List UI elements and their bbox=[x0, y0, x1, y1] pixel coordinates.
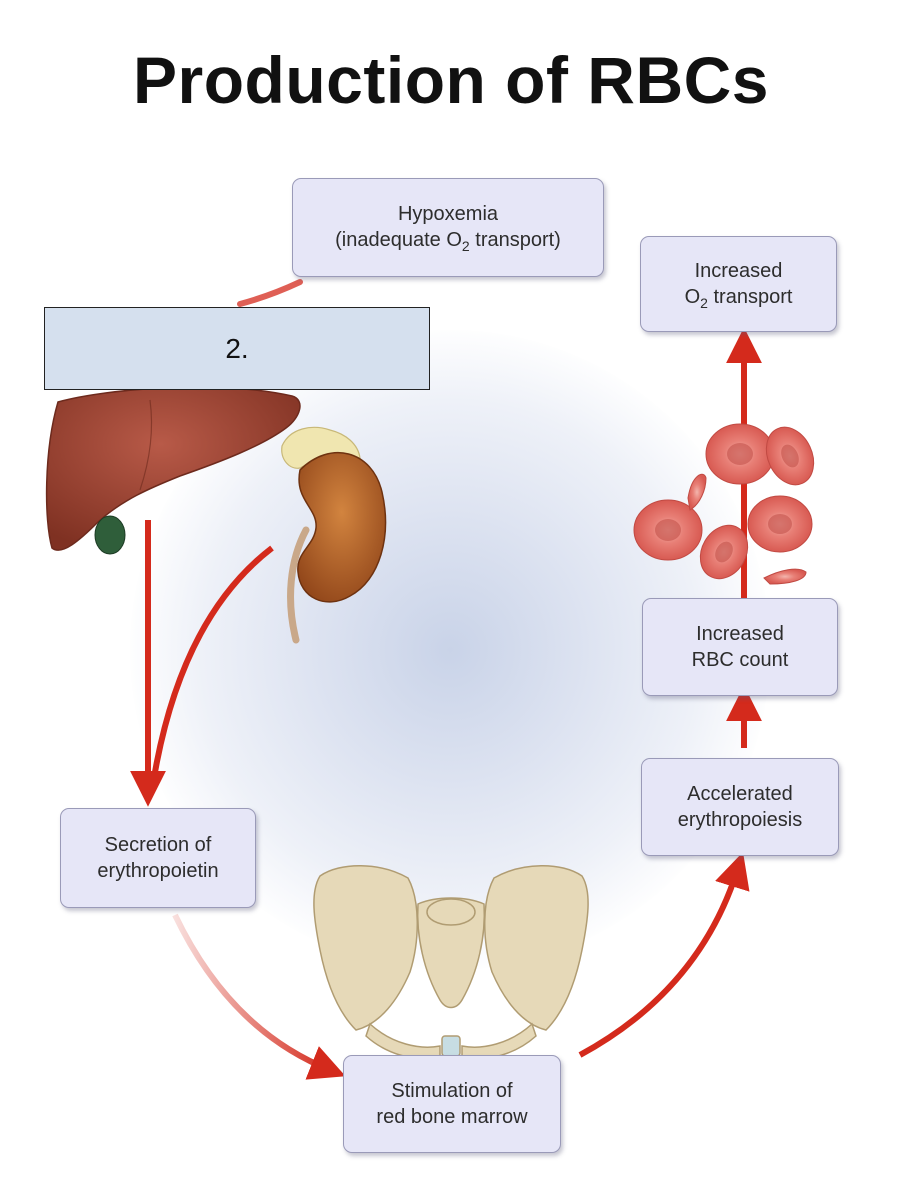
accelerated-box: Accelerated erythropoiesis bbox=[641, 758, 839, 856]
stimulation-line-1: Stimulation of bbox=[391, 1080, 513, 1102]
secretion-box: Secretion of erythropoietin bbox=[60, 808, 256, 908]
gallbladder-icon bbox=[94, 515, 126, 555]
increased-rbc-box: Increased RBC count bbox=[642, 598, 838, 696]
increased-o2-line-2-sub: 2 bbox=[700, 294, 708, 311]
red-blood-cells-icon bbox=[633, 423, 815, 585]
page-title: Production of RBCs bbox=[133, 43, 769, 117]
increased-o2-line-2: O2 transport bbox=[685, 284, 793, 311]
liver-icon bbox=[45, 386, 301, 551]
arrow-hypoxemia-to-organs bbox=[237, 279, 303, 307]
accelerated-line-2: erythropoiesis bbox=[677, 809, 803, 831]
stimulation-box: Stimulation of red bone marrow bbox=[343, 1055, 561, 1153]
increased-o2-line-2-post: transport bbox=[707, 285, 793, 308]
pelvis-icon bbox=[313, 865, 589, 1060]
hypoxemia-line-2-sub: 2 bbox=[461, 238, 470, 254]
accelerated-line-1: Accelerated bbox=[687, 783, 793, 805]
hypoxemia-line-2-pre: (inadequate O bbox=[335, 229, 462, 251]
increased-o2-box: Increased O2 transport bbox=[640, 236, 837, 332]
hypoxemia-line-2: (inadequate O2 transport) bbox=[335, 227, 561, 254]
adrenal-gland-icon bbox=[281, 426, 361, 469]
answer-box-label: 2. bbox=[225, 332, 249, 364]
increased-o2-line-2-pre: O bbox=[684, 285, 701, 308]
kidney-icon bbox=[287, 452, 387, 644]
arrow-stimulation-to-erythropoiesis bbox=[578, 851, 750, 1058]
arrow-kidney-to-secretion bbox=[149, 545, 274, 791]
arrow-secretion-to-stimulation bbox=[172, 913, 346, 1080]
secretion-line-1: Secretion of bbox=[104, 834, 212, 856]
hypoxemia-box: Hypoxemia (inadequate O2 transport) bbox=[292, 178, 604, 277]
stimulation-line-2: red bone marrow bbox=[376, 1106, 528, 1128]
hypoxemia-line-2-post: transport) bbox=[469, 229, 561, 251]
increased-o2-line-1: Increased bbox=[694, 259, 783, 282]
increased-rbc-line-2: RBC count bbox=[691, 649, 789, 671]
answer-box[interactable]: 2. bbox=[44, 307, 430, 390]
increased-rbc-line-1: Increased bbox=[696, 623, 784, 645]
hypoxemia-line-1: Hypoxemia bbox=[397, 203, 499, 225]
secretion-line-2: erythropoietin bbox=[97, 860, 219, 882]
